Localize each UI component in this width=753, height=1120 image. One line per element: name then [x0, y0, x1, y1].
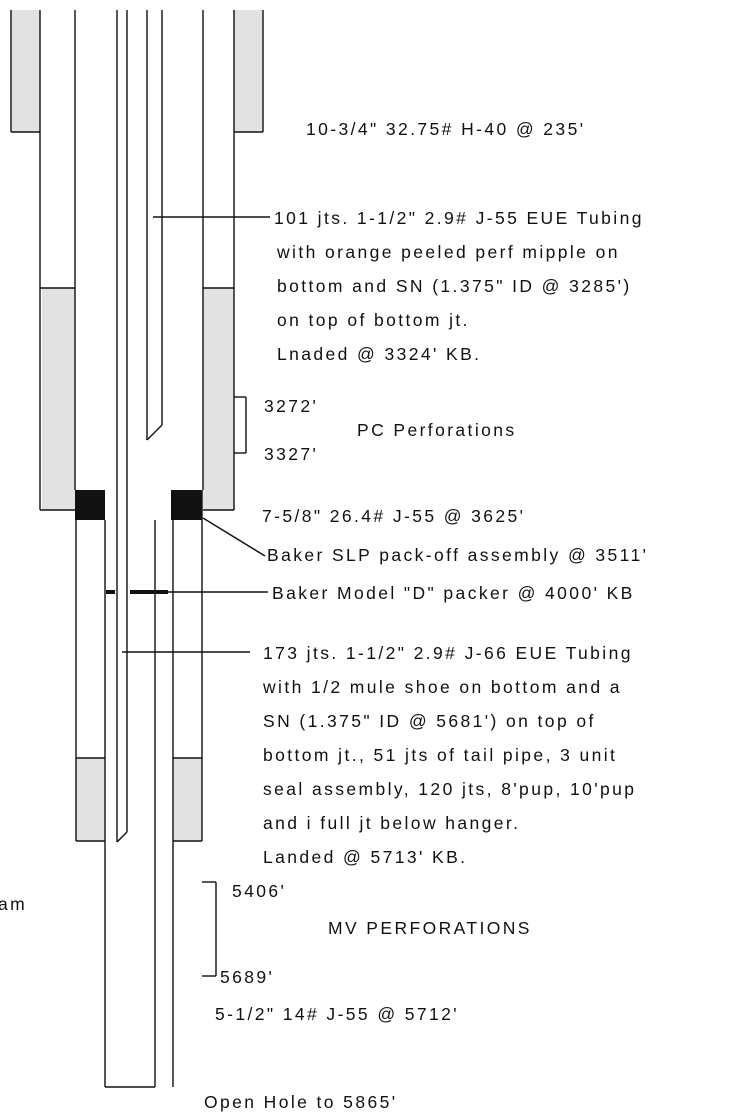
pack-off-leader: [202, 517, 266, 557]
pc-perforation-top: 3272': [264, 396, 318, 416]
lower-tubing-line: and i full jt below hanger.: [263, 813, 520, 833]
upper-tubing-line: with orange peeled perf mipple on: [276, 242, 620, 262]
pack-off-label: Baker SLP pack-off assembly @ 3511': [267, 545, 648, 565]
mv-perforation-top: 5406': [232, 881, 286, 901]
production-cement-left: [76, 758, 105, 841]
pc-perforations-label: PC Perforations: [357, 420, 517, 440]
cement-shading: [11, 10, 263, 841]
upper-tubing-label: 101 jts. 1-1/2" 2.9# J-55 EUE Tubing wit…: [274, 208, 644, 364]
production-cement-right: [173, 758, 202, 841]
pack-off-block-right: [171, 490, 202, 520]
upper-tubing-line: bottom and SN (1.375" ID @ 3285'): [277, 276, 632, 296]
lower-tubing-line: seal assembly, 120 jts, 8'pup, 10'pup: [263, 779, 636, 799]
surface-casing: [10, 10, 264, 510]
surface-cement-right: [234, 10, 263, 132]
mv-perforations-label: MV PERFORATIONS: [328, 918, 532, 938]
production-casing: [75, 490, 203, 1088]
surface-cement-left: [11, 10, 40, 132]
mv-perforation-bottom: 5689': [220, 967, 274, 987]
lower-tubing-line: 173 jts. 1-1/2" 2.9# J-66 EUE Tubing: [263, 643, 633, 663]
production-casing-label: 5-1/2" 14# J-55 @ 5712': [215, 1004, 459, 1024]
packer-element: [130, 590, 168, 594]
open-hole-label: Open Hole to 5865': [204, 1092, 397, 1112]
lower-tubing-line: with 1/2 mule shoe on bottom and a: [262, 677, 622, 697]
pc-perforation-bracket: [234, 396, 247, 454]
packer-element-left: [106, 590, 115, 594]
cut-off-text: am: [0, 894, 27, 914]
lower-tubing-line: Landed @ 5713' KB.: [263, 847, 467, 867]
upper-tubing-line: on top of bottom jt.: [277, 310, 470, 330]
mv-perforation-bracket: [202, 881, 217, 977]
intermediate-cement-left: [42, 288, 75, 510]
packer-label: Baker Model "D" packer @ 4000' KB: [272, 583, 635, 603]
intermediate-cement-right: [203, 288, 234, 510]
upper-tubing-line: 101 jts. 1-1/2" 2.9# J-55 EUE Tubing: [274, 208, 644, 228]
lower-tubing-line: SN (1.375" ID @ 5681') on top of: [263, 711, 596, 731]
surface-casing-label: 10-3/4" 32.75# H-40 @ 235': [306, 119, 585, 139]
intermediate-casing: [40, 10, 234, 511]
lower-tubing-label: 173 jts. 1-1/2" 2.9# J-66 EUE Tubing wit…: [262, 643, 636, 867]
pack-off-block-left: [75, 490, 105, 520]
lower-tubing-line: bottom jt., 51 jts of tail pipe, 3 unit: [263, 745, 617, 765]
upper-tubing-line: Lnaded @ 3324' KB.: [277, 344, 481, 364]
pc-perforation-bottom: 3327': [264, 444, 318, 464]
intermediate-casing-label: 7-5/8" 26.4# J-55 @ 3625': [262, 506, 525, 526]
